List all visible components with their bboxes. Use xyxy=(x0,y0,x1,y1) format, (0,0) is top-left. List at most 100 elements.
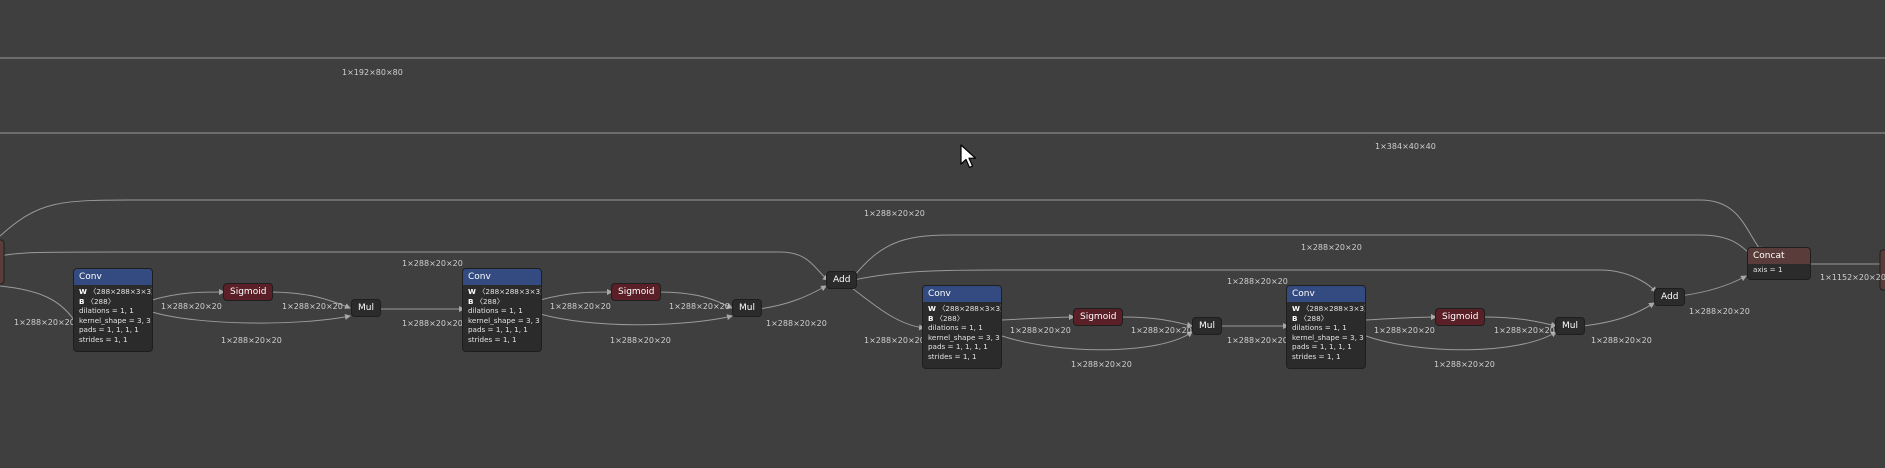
strides-attr: strides = 1, 1 xyxy=(79,334,128,344)
bias-shape: 〈288〉 xyxy=(86,296,115,306)
edge-m4-add2 xyxy=(1581,302,1655,327)
mul-node-4[interactable]: Mul xyxy=(1556,318,1584,334)
edge-label-s2-mul: 1×288×20×20 xyxy=(669,302,730,311)
partial-node-left xyxy=(0,239,5,285)
edge-c2-s2 xyxy=(539,289,613,301)
edge-label-m4-add: 1×288×20×20 xyxy=(1591,336,1652,345)
edge-label-add-c3: 1×288×20×20 xyxy=(864,336,925,345)
conv-node-title: Conv xyxy=(463,269,541,285)
edge-label-c4-mul: 1×288×20×20 xyxy=(1434,360,1495,369)
edge-label-m1-c2: 1×288×20×20 xyxy=(402,319,463,328)
edge-skip-concat xyxy=(0,199,1763,253)
edge-c1-m1 xyxy=(151,311,351,324)
concat-node[interactable]: Concat axis = 1 xyxy=(1748,248,1810,279)
bias-label: B xyxy=(468,296,474,306)
edge-in-conv1 xyxy=(0,285,75,321)
edge-label-m2-add: 1×288×20×20 xyxy=(766,319,827,328)
edge-add1-c3 xyxy=(851,287,925,331)
edge-label-c1-sig: 1×288×20×20 xyxy=(161,302,222,311)
edge-s1-m1 xyxy=(267,291,351,309)
edge-s4-m4 xyxy=(1481,316,1557,328)
dilations-attr: dilations = 1, 1 xyxy=(928,323,983,333)
strides-attr: strides = 1, 1 xyxy=(468,334,517,344)
sigmoid-node-1[interactable]: Sigmoid xyxy=(224,284,273,300)
weight-shape: 〈288×288×3×3〉 xyxy=(478,287,541,296)
kernel-shape-attr: kernel_shape = 3, 3 xyxy=(1292,332,1364,342)
sigmoid-node-3[interactable]: Sigmoid xyxy=(1074,309,1123,325)
kernel-shape-attr: kernel_shape = 3, 3 xyxy=(79,315,151,325)
edge-label-c2-mul: 1×288×20×20 xyxy=(610,336,671,345)
conv-node-title: Conv xyxy=(923,286,1001,302)
edge-c3-s3 xyxy=(1001,314,1075,321)
weight-shape: 〈288×288×3×3〉 xyxy=(938,304,1001,313)
edge-label-s4-mul: 1×288×20×20 xyxy=(1494,326,1555,335)
strides-attr: strides = 1, 1 xyxy=(928,351,977,361)
edge-label-c1-mul: 1×288×20×20 xyxy=(221,336,282,345)
edge-c1-s1 xyxy=(151,289,225,301)
mul-node-2[interactable]: Mul xyxy=(733,300,761,316)
edge-label-c3-sig: 1×288×20×20 xyxy=(1010,326,1071,335)
kernel-shape-attr: kernel_shape = 3, 3 xyxy=(468,315,540,325)
conv-node-1[interactable]: Conv W 〈288×288×3×3〉 B 〈288〉 dilations =… xyxy=(74,269,152,351)
edge-label-add2-concat: 1×288×20×20 xyxy=(1689,307,1750,316)
add-node-1[interactable]: Add xyxy=(827,272,857,288)
edge-skip-add1 xyxy=(0,251,829,281)
bias-label: B xyxy=(1292,313,1298,323)
edge-label-c2-sig: 1×288×20×20 xyxy=(550,302,611,311)
bias-label: B xyxy=(79,296,85,306)
pads-attr: pads = 1, 1, 1, 1 xyxy=(928,342,988,352)
bias-label: B xyxy=(928,313,934,323)
dilations-attr: dilations = 1, 1 xyxy=(1292,323,1347,333)
pads-attr: pads = 1, 1, 1, 1 xyxy=(79,325,139,335)
edge-label-concat-out: 1×1152×20×20 xyxy=(1820,273,1885,282)
edge-label-add1-add2: 1×288×20×20 xyxy=(1227,277,1288,286)
sigmoid-node-2[interactable]: Sigmoid xyxy=(612,284,661,300)
weight-label: W xyxy=(468,287,476,296)
edge-label-top1: 1×192×80×80 xyxy=(342,68,403,77)
edge-label-m3-c4: 1×288×20×20 xyxy=(1227,336,1288,345)
conv-node-3[interactable]: Conv W 〈288×288×3×3〉 B 〈288〉 dilations =… xyxy=(923,286,1001,368)
add-node-2[interactable]: Add xyxy=(1655,289,1685,305)
edge-label-skip-mid: 1×288×20×20 xyxy=(402,259,463,268)
weight-shape: 〈288×288×3×3〉 xyxy=(1302,304,1365,313)
axis-attr: axis = 1 xyxy=(1753,265,1783,274)
dilations-attr: dilations = 1, 1 xyxy=(468,306,523,316)
edge-label-c4-sig: 1×288×20×20 xyxy=(1374,326,1435,335)
conv-node-2[interactable]: Conv W 〈288×288×3×3〉 B 〈288〉 dilations =… xyxy=(463,269,541,351)
edge-m2-add1 xyxy=(757,285,827,310)
bias-shape: 〈288〉 xyxy=(475,296,504,306)
edge-label-in-left: 1×288×20×20 xyxy=(14,318,75,327)
weight-label: W xyxy=(928,304,936,313)
edge-c3-m3 xyxy=(1001,331,1193,351)
mul-node-1[interactable]: Mul xyxy=(352,300,380,316)
strides-attr: strides = 1, 1 xyxy=(1292,351,1341,361)
edge-c4-s4 xyxy=(1365,314,1437,321)
edge-label-c3-mul: 1×288×20×20 xyxy=(1071,360,1132,369)
edge-label-s3-mul: 1×288×20×20 xyxy=(1131,326,1192,335)
mul-node-3[interactable]: Mul xyxy=(1193,318,1221,334)
weight-label: W xyxy=(79,287,87,296)
partial-node-right xyxy=(1879,249,1885,291)
pads-attr: pads = 1, 1, 1, 1 xyxy=(468,325,528,335)
concat-node-title: Concat xyxy=(1748,248,1810,264)
edge-add1-add2 xyxy=(853,269,1657,293)
edge-s2-m2 xyxy=(655,291,733,309)
pads-attr: pads = 1, 1, 1, 1 xyxy=(1292,342,1352,352)
conv-node-4[interactable]: Conv W 〈288×288×3×3〉 B 〈288〉 dilations =… xyxy=(1287,286,1365,368)
edge-add1-concat xyxy=(853,234,1749,277)
sigmoid-node-4[interactable]: Sigmoid xyxy=(1436,309,1485,325)
edge-s3-m3 xyxy=(1119,316,1193,328)
bias-shape: 〈288〉 xyxy=(935,313,964,323)
weight-shape: 〈288×288×3×3〉 xyxy=(89,287,152,296)
conv-node-title: Conv xyxy=(74,269,152,285)
edge-label-s1-mul: 1×288×20×20 xyxy=(282,302,343,311)
edge-c2-m2 xyxy=(539,313,733,326)
edge-label-skip-right: 1×288×20×20 xyxy=(1301,243,1362,252)
mouse-cursor-icon xyxy=(960,144,977,169)
edge-add2-concat xyxy=(1679,275,1747,297)
kernel-shape-attr: kernel_shape = 3, 3 xyxy=(928,332,1000,342)
edge-c4-m4 xyxy=(1365,331,1557,351)
weight-label: W xyxy=(1292,304,1300,313)
conv-node-title: Conv xyxy=(1287,286,1365,302)
